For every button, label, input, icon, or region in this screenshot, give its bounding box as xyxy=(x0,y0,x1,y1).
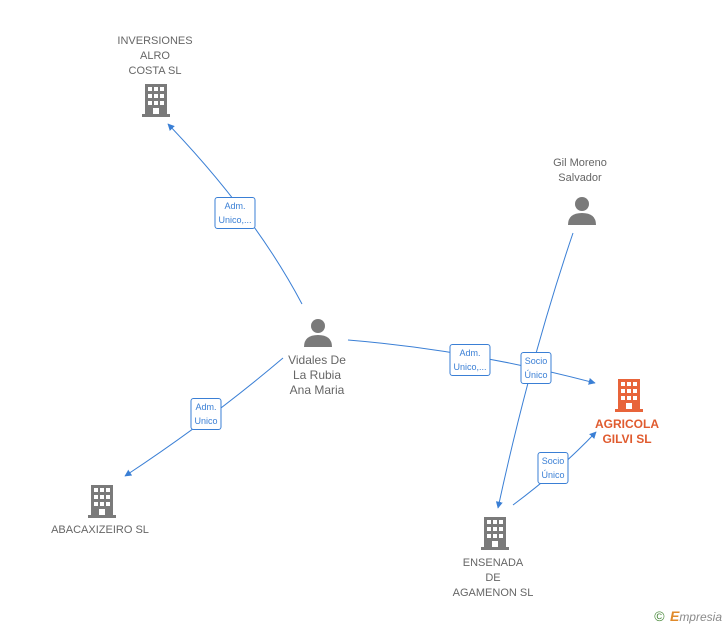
edge-label-vidales-agricola[interactable]: Adm. Unico,... xyxy=(449,344,491,376)
edge-label-vidales-abacaxizeiro[interactable]: Adm. Unico xyxy=(190,398,222,430)
edge-label-vidales-inversiones[interactable]: Adm. Unico,... xyxy=(214,197,256,229)
node-label-abacaxizeiro[interactable]: ABACAXIZEIRO SL xyxy=(51,524,149,536)
brand-logo-initial: E xyxy=(669,608,680,624)
edge-label-ensenada-agricola[interactable]: Socio Único xyxy=(537,452,569,484)
building-icon[interactable] xyxy=(142,84,170,117)
person-icon[interactable] xyxy=(568,197,596,225)
building-icon[interactable] xyxy=(88,485,116,518)
person-icon[interactable] xyxy=(304,319,332,347)
node-label-ensenada[interactable]: ENSENADA DE AGAMENON SL xyxy=(452,557,534,599)
building-icon-focus[interactable] xyxy=(615,379,643,412)
brand-logo-text: mpresia xyxy=(679,610,722,624)
brand-footer: © Empresia xyxy=(654,608,722,624)
copyright-icon: © xyxy=(654,608,665,624)
node-label-inversiones[interactable]: INVERSIONES ALRO COSTA SL xyxy=(117,35,193,77)
node-label-vidales[interactable]: Vidales De La Rubia Ana Maria xyxy=(288,353,346,397)
node-label-gil[interactable]: Gil Moreno Salvador xyxy=(553,157,607,184)
edge-label-gil-ensenada[interactable]: Socio Único xyxy=(520,352,552,384)
building-icon[interactable] xyxy=(481,517,509,550)
node-label-agricola[interactable]: AGRICOLA GILVI SL xyxy=(595,417,659,446)
